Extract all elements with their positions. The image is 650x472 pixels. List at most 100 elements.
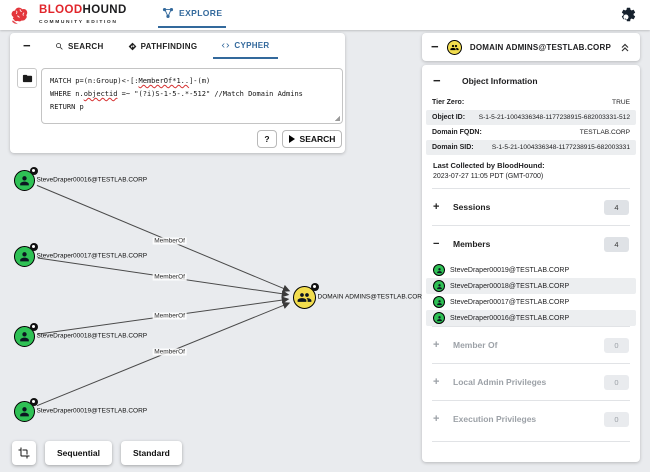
explore-graph-icon [162, 7, 174, 19]
object-field-row: Domain SID: S-1-5-21-1004336348-117723891… [426, 140, 636, 155]
node-badge-icon [29, 242, 38, 251]
expand-icon[interactable]: + [433, 376, 440, 388]
brand-wordmark: BLOODHOUND COMMUNITY EDITION [39, 4, 127, 28]
cypher-code-icon [222, 42, 230, 48]
member-name: SteveDraper00016@TESTLAB.CORP [450, 314, 570, 322]
last-collected-block: Last Collected by BloodHound: 2023-07-27… [422, 155, 640, 188]
settings-gear-icon[interactable] [620, 6, 637, 23]
graph-node-label: SteveDraper00016@TESTLAB.CORP [36, 176, 148, 184]
fit-graph-button[interactable] [12, 441, 36, 465]
edge-label-memberof[interactable]: MemberOf [152, 312, 187, 320]
edge-label-memberof[interactable]: MemberOf [152, 237, 187, 245]
field-value: S-1-5-21-1004336348-1177238915-682003331 [491, 144, 630, 151]
crop-icon [18, 447, 30, 459]
field-label: Domain FQDN: [432, 129, 482, 136]
section-members[interactable]: − Members 4 [422, 226, 640, 262]
graph-node-user[interactable]: SteveDraper00019@TESTLAB.CORP [13, 397, 147, 422]
entity-panel-body: − Object Information Tier Zero: TRUE Objec… [422, 65, 640, 462]
search-icon [56, 42, 63, 50]
field-value: TRUE [612, 99, 630, 106]
section-divider [432, 326, 630, 327]
graph-node-label: SteveDraper00019@TESTLAB.CORP [36, 407, 148, 415]
collapse-icon[interactable]: − [433, 238, 440, 250]
user-node-icon [433, 264, 445, 276]
brand-subtitle: COMMUNITY EDITION [39, 20, 118, 25]
section-label: Members [453, 239, 491, 249]
search-tabs: − SEARCH PATHFINDING CYPHER [10, 33, 345, 59]
graph-node-user[interactable]: SteveDraper00018@TESTLAB.CORP [13, 322, 147, 347]
edge-label-memberof[interactable]: MemberOf [152, 273, 187, 281]
object-information-collapse-icon[interactable]: − [433, 73, 441, 88]
cypher-query-line: MATCH p=(n:Group)<-[:MemberOf*1..]-(m) [50, 77, 211, 85]
member-list-item[interactable]: SteveDraper00016@TESTLAB.CORP [426, 310, 636, 326]
collapse-search-panel-icon[interactable]: − [23, 38, 31, 53]
last-collected-label: Last Collected by BloodHound: [433, 161, 545, 170]
graph-node-label: DOMAIN ADMINS@TESTLAB.CORP [317, 293, 427, 301]
pathfinding-route-icon [128, 42, 136, 50]
user-node-icon [433, 296, 445, 308]
collapse-entity-panel-icon[interactable]: − [431, 39, 439, 54]
textarea-resize-handle[interactable] [334, 115, 340, 121]
member-list-item[interactable]: SteveDraper00017@TESTLAB.CORP [426, 294, 636, 310]
section-count-badge: 0 [604, 411, 629, 427]
graph-node-user[interactable]: SteveDraper00016@TESTLAB.CORP [13, 166, 147, 191]
object-field-row: Domain FQDN:TESTLAB.CORP [426, 125, 636, 140]
collapse-all-chevrons-icon[interactable] [619, 41, 631, 53]
edge-label-memberof[interactable]: MemberOf [152, 348, 187, 356]
tab-pathfinding[interactable]: PATHFINDING [120, 33, 206, 59]
graph-node-user[interactable]: SteveDraper00017@TESTLAB.CORP [13, 242, 147, 267]
tab-cypher-label: CYPHER [234, 40, 270, 50]
section-label: Execution Privileges [453, 414, 537, 424]
layout-standard-button[interactable]: Standard [120, 441, 182, 465]
graph-node-group[interactable]: DOMAIN ADMINS@TESTLAB.CORP [292, 282, 426, 309]
user-node-icon [433, 312, 445, 324]
bloodhound-logo-icon [11, 7, 28, 25]
tab-cypher[interactable]: CYPHER [213, 33, 278, 59]
tab-search[interactable]: SEARCH [47, 33, 112, 59]
object-field-row: Tier Zero: TRUE [426, 95, 636, 110]
section-count-badge: 0 [604, 374, 629, 390]
section-divider [432, 400, 630, 401]
run-search-button[interactable]: SEARCH [282, 130, 342, 148]
section-count-badge: 0 [604, 337, 629, 353]
section-divider [432, 188, 630, 189]
section-count-badge: 4 [604, 236, 629, 252]
cypher-help-button[interactable]: ? [257, 130, 277, 148]
member-list-item[interactable]: SteveDraper00018@TESTLAB.CORP [426, 278, 636, 294]
object-information-header[interactable]: − Object Information [422, 65, 640, 93]
section-divider [432, 363, 630, 364]
member-list-item[interactable]: SteveDraper00019@TESTLAB.CORP [426, 262, 636, 278]
tab-explore[interactable]: EXPLORE [158, 0, 227, 28]
folder-icon [22, 74, 32, 82]
last-collected-value: 2023-07-27 11:05 PDT (GMT-0700) [433, 173, 544, 180]
run-search-label: SEARCH [299, 134, 336, 144]
saved-queries-folder-button[interactable] [17, 68, 37, 88]
section-execution-privileges[interactable]: + Execution Privileges 0 [422, 401, 640, 437]
node-badge-icon [310, 282, 319, 291]
user-node-icon [433, 280, 445, 292]
section-label: Member Of [453, 340, 498, 350]
member-name: SteveDraper00019@TESTLAB.CORP [450, 266, 570, 274]
section-divider [432, 441, 630, 442]
graph-node-label: SteveDraper00017@TESTLAB.CORP [36, 252, 148, 260]
expand-icon[interactable]: + [433, 413, 440, 425]
section-member-of[interactable]: + Member Of 0 [422, 327, 640, 363]
cypher-query-line: WHERE n.objectid =~ "(?i)S-1-5-.*-512" /… [50, 90, 303, 98]
field-label: Domain SID: [432, 144, 474, 151]
cypher-query-line: RETURN p [50, 103, 84, 111]
tab-pathfinding-label: PATHFINDING [140, 41, 198, 51]
cypher-query-input[interactable]: MATCH p=(n:Group)<-[:MemberOf*1..]-(m) WH… [41, 68, 343, 124]
member-name: SteveDraper00017@TESTLAB.CORP [450, 298, 570, 306]
brand-blood: BLOOD [39, 4, 83, 16]
object-information-title: Object Information [462, 76, 538, 86]
field-label: Tier Zero: [432, 99, 465, 106]
node-badge-icon [29, 166, 38, 175]
brand-hound: HOUND [82, 4, 127, 16]
expand-icon[interactable]: + [433, 201, 440, 213]
expand-icon[interactable]: + [433, 339, 440, 351]
layout-sequential-button[interactable]: Sequential [45, 441, 112, 465]
